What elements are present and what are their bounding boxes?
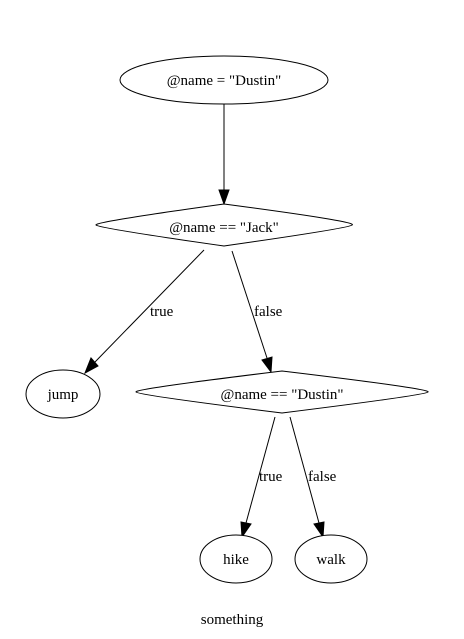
edge-label-jack-true: true — [150, 304, 174, 320]
edge-cond-dustin-to-hike — [240, 416, 276, 539]
edge-assign-to-cond-jack — [218, 104, 230, 206]
node-cond-dustin-label: @name == "Dustin" — [221, 387, 344, 403]
node-hike: hike — [199, 534, 273, 584]
node-cond-dustin: @name == "Dustin" — [135, 370, 429, 414]
edge-label-dustin-true: true — [259, 469, 283, 485]
edge-cond-jack-to-jump — [84, 249, 205, 375]
edge-cond-jack-to-cond-dustin — [231, 250, 273, 374]
edge-label-dustin-false: false — [308, 469, 337, 485]
node-cond-jack: @name == "Jack" — [95, 203, 353, 247]
node-walk-label: walk — [316, 552, 346, 568]
node-jump-label: jump — [47, 387, 79, 403]
node-cond-jack-label: @name == "Jack" — [169, 220, 279, 236]
edge-label-jack-false: false — [254, 304, 283, 320]
diagram-caption: something — [201, 612, 264, 628]
node-assign: @name = "Dustin" — [119, 55, 329, 105]
edge-cond-dustin-to-walk — [289, 416, 325, 539]
node-hike-label: hike — [223, 552, 249, 568]
node-walk: walk — [294, 534, 368, 584]
node-assign-label: @name = "Dustin" — [167, 73, 282, 89]
node-jump: jump — [25, 369, 101, 419]
